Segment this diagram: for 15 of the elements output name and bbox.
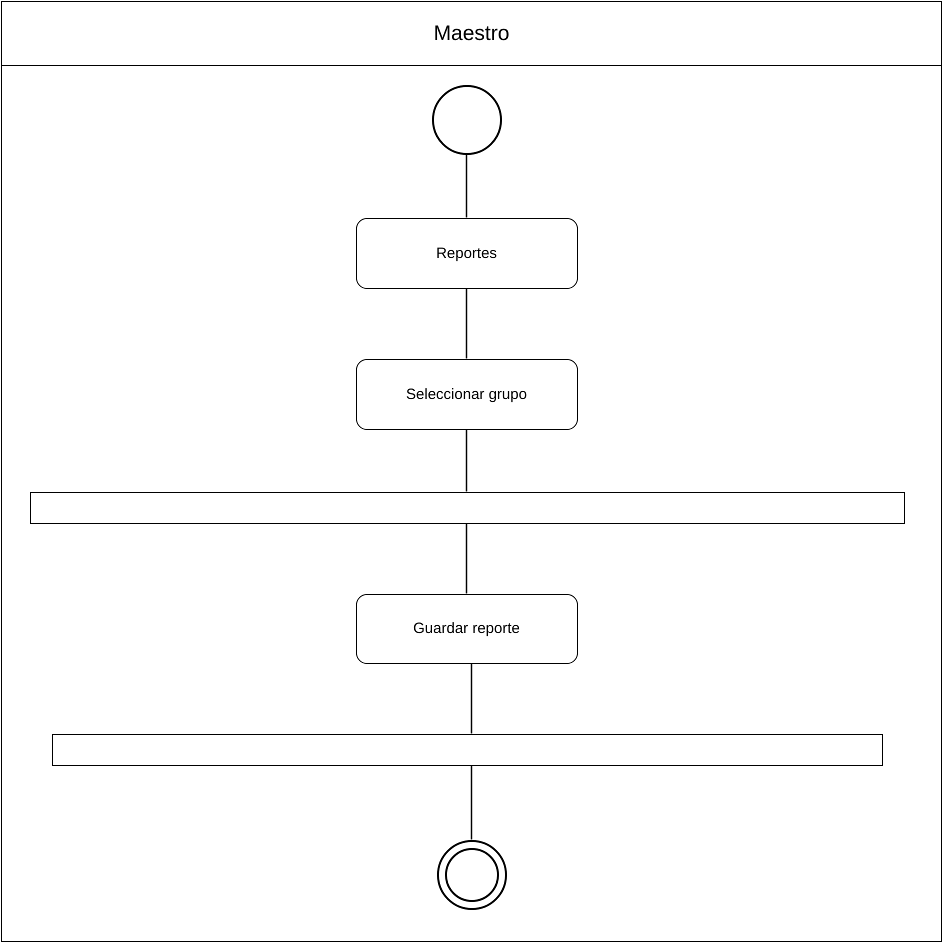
flow-line — [466, 154, 468, 218]
flow-line — [466, 430, 468, 492]
flow-line — [466, 288, 468, 358]
lane-title: Maestro — [2, 2, 941, 66]
flow-line — [470, 664, 472, 734]
action-box — [356, 358, 578, 430]
flow-line — [466, 524, 468, 594]
action-box — [356, 218, 578, 288]
action-box — [356, 594, 578, 664]
action-label: Seleccionar grupo — [406, 386, 527, 402]
flow-line — [470, 766, 472, 840]
action-label: Guardar reporte — [413, 620, 520, 637]
fork-bar — [52, 734, 882, 766]
fork-bar — [30, 492, 904, 524]
action-label: Reportes — [436, 244, 497, 262]
